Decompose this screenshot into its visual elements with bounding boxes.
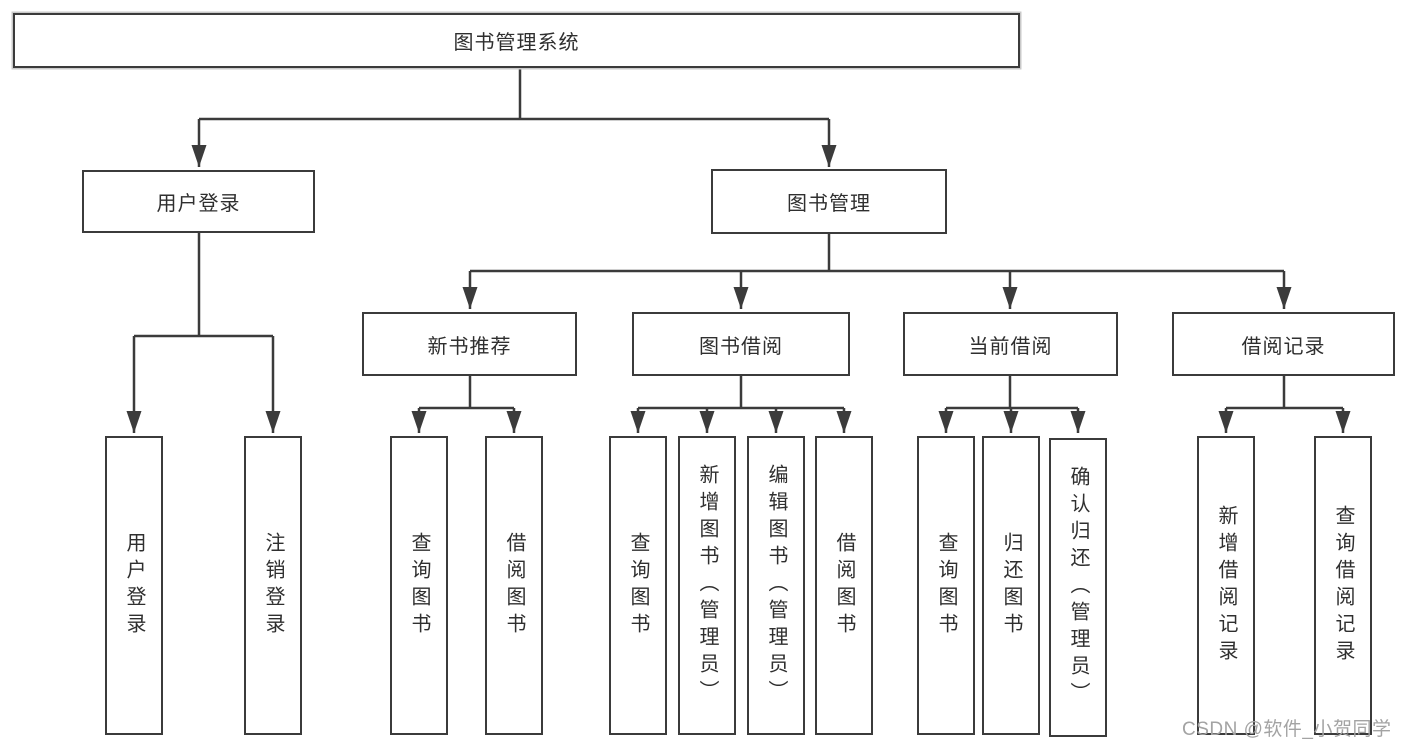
tree-arrows: [126, 119, 1351, 433]
node-label: 查询图书: [627, 531, 649, 640]
node-label: 新增借阅记录: [1215, 504, 1237, 667]
node-leaf-logout: 注销登录: [244, 436, 302, 735]
node-current-borrowing: 当前借阅: [903, 312, 1118, 376]
node-label: 注销登录: [262, 531, 284, 640]
node-label: 图书管理系统: [453, 32, 580, 54]
node-leaf-add-books-admin: 新增图书（管理员）: [678, 436, 736, 735]
node-label: 用户登录: [123, 531, 145, 640]
node-book-borrowing: 图书借阅: [632, 312, 850, 376]
node-label: 借阅图书: [503, 531, 525, 640]
node-leaf-query-borrow-record: 查询借阅记录: [1314, 436, 1372, 735]
node-label: 图书借阅: [699, 335, 783, 358]
node-label: 借阅图书: [833, 531, 855, 640]
node-label: 查询图书: [935, 531, 957, 640]
node-leaf-query-books-1: 查询图书: [390, 436, 448, 735]
node-leaf-user-login: 用户登录: [105, 436, 163, 735]
node-leaf-edit-books-admin: 编辑图书（管理员）: [747, 436, 805, 735]
node-label: 当前借阅: [968, 335, 1053, 358]
node-leaf-borrow-books-1: 借阅图书: [485, 436, 543, 735]
node-label: 查询借阅记录: [1332, 504, 1354, 667]
node-leaf-borrow-books-2: 借阅图书: [815, 436, 873, 735]
node-label: 用户登录: [156, 193, 241, 215]
node-leaf-confirm-return-admin: 确认归还（管理员）: [1049, 438, 1107, 737]
node-book-management: 图书管理: [711, 169, 947, 234]
tree-branch-segments: [134, 66, 1343, 410]
node-user-login-group: 用户登录: [82, 170, 315, 233]
node-label: 新增图书（管理员）: [696, 464, 718, 707]
node-leaf-add-borrow-record: 新增借阅记录: [1197, 436, 1255, 735]
node-library-management-system: 图书管理系统: [13, 13, 1020, 68]
csdn-watermark: CSDN @软件_小贺同学: [1182, 719, 1392, 740]
node-label: 图书管理: [787, 193, 871, 215]
node-label: 借阅记录: [1241, 335, 1326, 358]
node-leaf-query-books-2: 查询图书: [609, 436, 667, 735]
node-label: 编辑图书（管理员）: [765, 464, 787, 707]
node-new-book-recommendation: 新书推荐: [362, 312, 577, 376]
node-label: 新书推荐: [427, 335, 512, 358]
node-label: 查询图书: [408, 531, 430, 640]
node-label: 确认归还（管理员）: [1067, 466, 1089, 709]
node-leaf-return-books: 归还图书: [982, 436, 1040, 735]
node-label: 归还图书: [1000, 531, 1022, 640]
node-borrowing-records: 借阅记录: [1172, 312, 1395, 376]
node-leaf-query-books-3: 查询图书: [917, 436, 975, 735]
